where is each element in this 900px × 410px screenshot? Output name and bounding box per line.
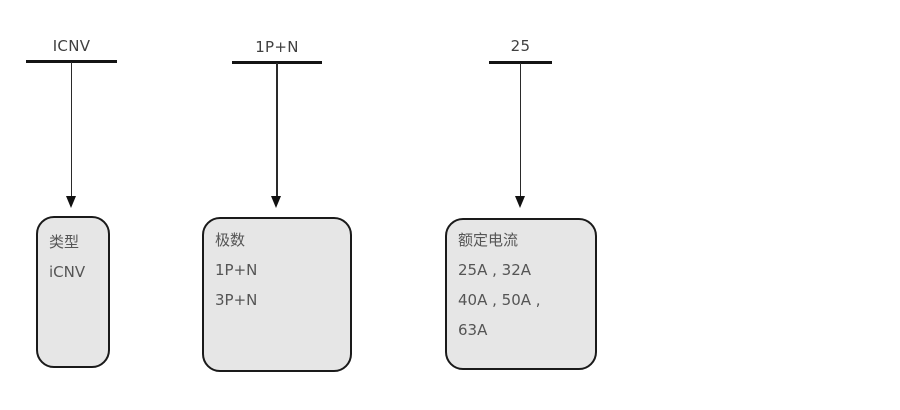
- underline-type: [26, 60, 117, 63]
- poles-box: 极数 1P+N 3P+N: [202, 217, 352, 372]
- arrow-line-type: [70, 62, 73, 196]
- arrow-down-icon-poles: [271, 196, 282, 208]
- code-segment-poles: 1P+N: [255, 38, 299, 56]
- poles-box-option: 1P+N: [215, 261, 258, 279]
- rated-current-box-option: 40A , 50A ,: [458, 291, 541, 309]
- arrow-down-icon-type: [65, 196, 76, 208]
- rated-current-box: 额定电流 25A , 32A 40A , 50A , 63A: [445, 218, 597, 370]
- underline-current: [489, 61, 552, 64]
- arrow-line-current: [519, 63, 522, 196]
- rated-current-box-title: 额定电流: [458, 231, 519, 249]
- rated-current-box-option: 25A , 32A: [458, 261, 532, 279]
- arrow-line-poles: [276, 63, 278, 196]
- type-box-option: iCNV: [49, 263, 86, 281]
- rated-current-box-option: 63A: [458, 321, 488, 339]
- type-box-title: 类型: [49, 233, 80, 251]
- code-segment-type: ICNV: [52, 37, 91, 55]
- arrow-down-icon-current: [514, 196, 525, 208]
- underline-poles: [232, 61, 322, 64]
- poles-box-option: 3P+N: [215, 291, 258, 309]
- type-box: 类型 iCNV: [36, 216, 110, 368]
- code-segment-current: 25: [510, 37, 531, 55]
- poles-box-title: 极数: [215, 231, 246, 249]
